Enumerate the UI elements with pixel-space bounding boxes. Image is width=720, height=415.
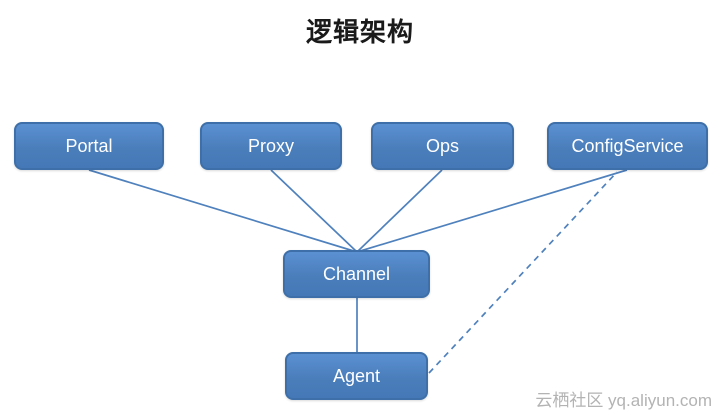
node-ops-label: Ops bbox=[425, 135, 459, 156]
watermark-text: 云栖社区 yq.aliyun.com bbox=[535, 391, 712, 410]
node-agent: Agent bbox=[285, 352, 428, 400]
node-config-service-label: ConfigService bbox=[571, 135, 684, 156]
node-agent-label: Agent bbox=[332, 365, 381, 386]
node-proxy: Proxy bbox=[200, 122, 342, 170]
node-config-service: ConfigService bbox=[547, 122, 708, 170]
diagram-title: 逻辑架构 bbox=[305, 17, 414, 47]
edge-agent-configservice-dashed bbox=[428, 171, 618, 374]
node-proxy-label: Proxy bbox=[247, 135, 294, 156]
node-channel: Channel bbox=[283, 250, 430, 298]
node-channel-label: Channel bbox=[322, 263, 391, 284]
node-portal: Portal bbox=[14, 122, 164, 170]
edge-portal-channel bbox=[88, 169, 358, 253]
edge-proxy-channel bbox=[270, 169, 358, 253]
edge-configservice-channel bbox=[356, 169, 628, 253]
node-ops: Ops bbox=[371, 122, 514, 170]
edge-ops-channel bbox=[356, 169, 443, 253]
node-portal-label: Portal bbox=[65, 135, 113, 156]
